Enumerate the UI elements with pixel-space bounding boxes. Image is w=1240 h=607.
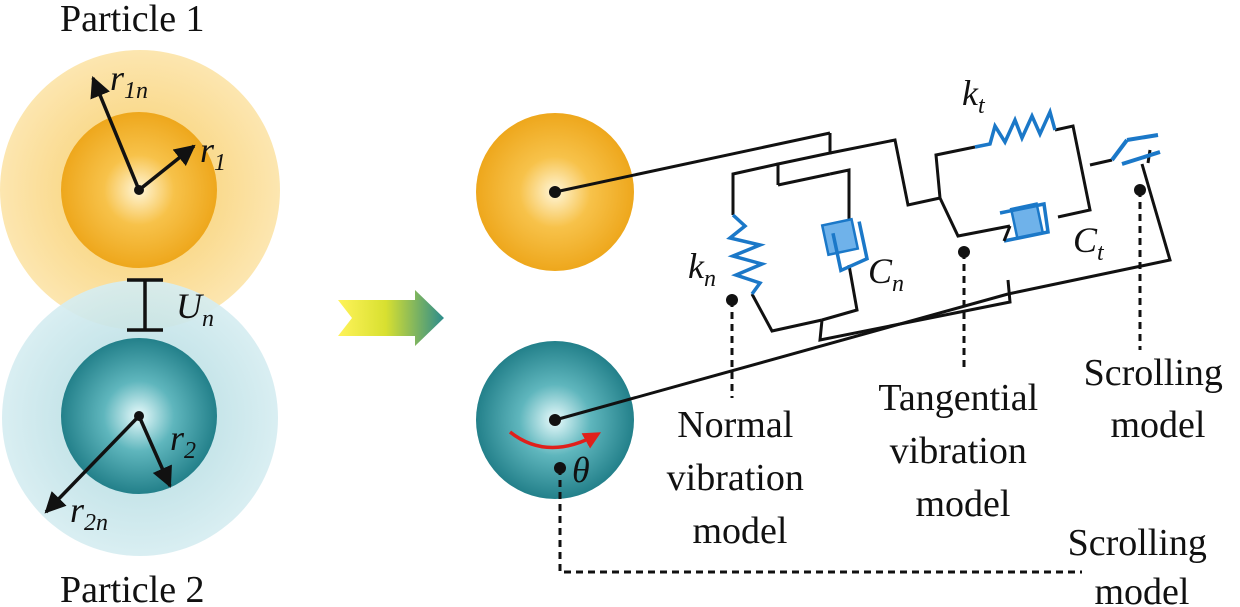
model-wiring [554, 124, 1172, 422]
scrolling-slider [1110, 133, 1161, 166]
normal-damper-cn [820, 217, 870, 273]
label-r1n: r1n [110, 58, 148, 104]
leader-dot-scrolling-upper [1134, 184, 1146, 196]
particle-1-label: Particle 1 [60, 0, 205, 40]
label-r1: r1 [200, 130, 226, 176]
scrolling-model-lower-label: Scrolling model [1068, 522, 1217, 607]
particle-2-label: Particle 2 [60, 569, 205, 607]
tangential-spring-kt [974, 106, 1057, 149]
radius-r1n-arrow [90, 76, 141, 191]
normal-spring-kn [726, 213, 768, 296]
radius-r2n-arrow [44, 414, 141, 514]
label-kt: kt [962, 73, 986, 119]
scrolling-model-upper-label: Scrolling model [1084, 352, 1233, 446]
label-r2: r2 [170, 418, 196, 464]
model-particle-1-center [549, 186, 561, 198]
particle-2-center [134, 411, 144, 421]
normal-vibration-model-label: Normal vibration model [667, 404, 814, 552]
label-theta: θ [572, 450, 590, 490]
overlap-marker [127, 278, 163, 332]
leader-dot-tangential [958, 246, 970, 258]
label-kn: kn [688, 246, 716, 292]
label-un: Un [176, 286, 214, 332]
tangential-damper-ct [999, 201, 1050, 243]
tangential-vibration-model-label: Tangential vibration model [878, 377, 1047, 525]
transition-arrow [338, 290, 444, 346]
particle-1-center [134, 185, 144, 195]
leader-dot-normal [726, 294, 738, 306]
leader-lines [558, 190, 1142, 574]
label-r2n: r2n [70, 490, 108, 536]
label-cn: Cn [868, 251, 904, 297]
leader-dot-scrolling-lower [554, 462, 566, 474]
radius-r1-arrow [137, 144, 196, 192]
rotation-arrow [508, 430, 602, 450]
radius-r2-arrow [137, 415, 172, 488]
label-ct: Ct [1073, 220, 1105, 266]
model-particle-2-center [549, 414, 561, 426]
